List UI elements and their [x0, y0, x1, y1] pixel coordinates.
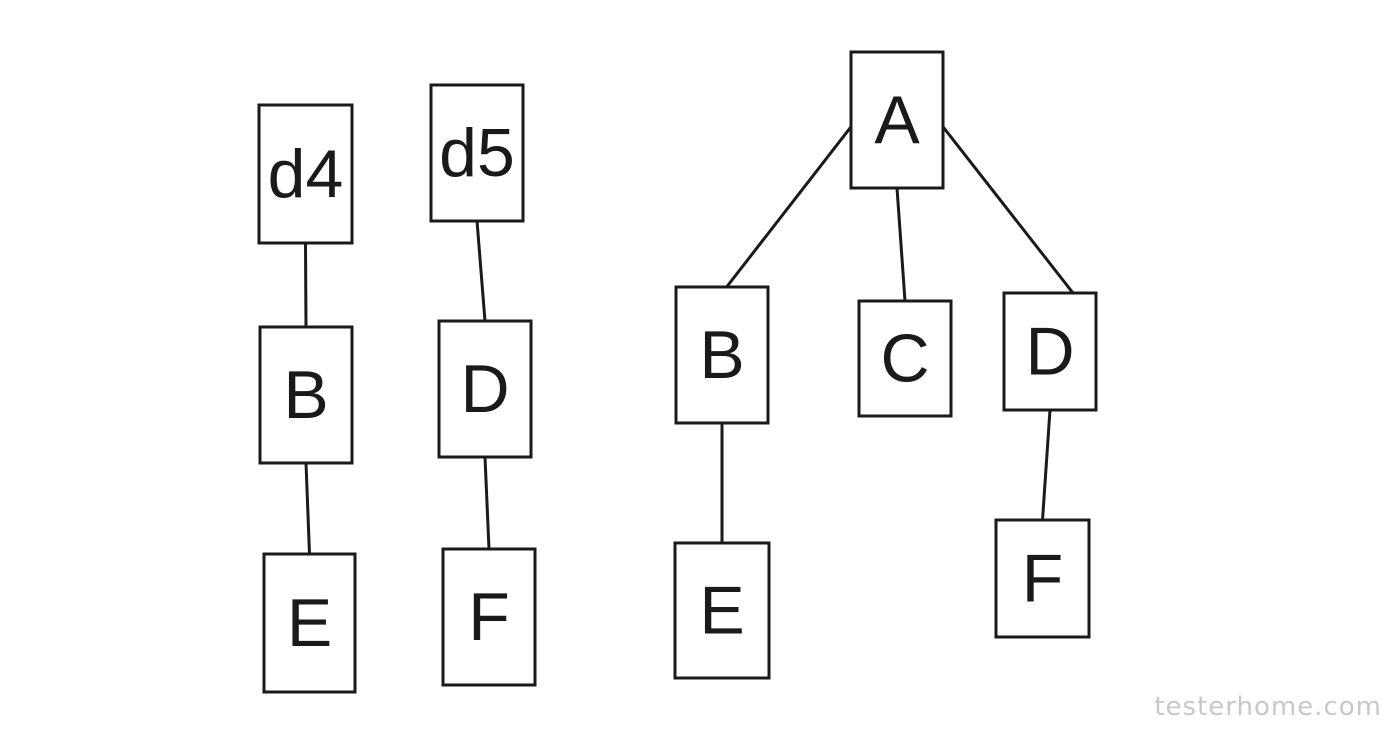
node-label-a: A: [874, 82, 920, 158]
node-box-a: [849, 50, 945, 190]
node-label-d5: d5: [439, 115, 515, 191]
node-label-r_e: E: [699, 573, 744, 649]
node-label-d4: d4: [268, 136, 344, 212]
node-r_d: D: [1002, 291, 1098, 412]
node-r_b: B: [674, 285, 770, 425]
node-box-r_d: [1002, 291, 1098, 412]
node-a: A: [849, 50, 945, 190]
node-label-r_d: D: [1025, 314, 1074, 390]
node-d5: d5: [429, 83, 525, 223]
node-box-l_b: [258, 325, 354, 465]
node-r_f: F: [994, 518, 1091, 639]
node-label-r_b: B: [699, 317, 744, 393]
node-d4: d4: [257, 103, 354, 245]
node-box-r_e: [673, 541, 771, 680]
edge-a-to-r_d: [941, 125, 1075, 294]
node-m_f: F: [441, 547, 537, 687]
watermark-text: testerhome.com: [1154, 692, 1382, 722]
node-box-m_f: [441, 547, 537, 687]
edge-d5-to-m_d: [475, 220, 487, 322]
node-label-r_c: C: [880, 321, 929, 397]
node-label-l_b: B: [283, 357, 328, 433]
node-box-d5: [429, 83, 525, 223]
node-l_b: B: [258, 325, 354, 465]
edge-d4-to-l_b: [304, 242, 308, 328]
edge-a-to-r_c: [895, 187, 907, 302]
node-r_e: E: [673, 541, 771, 680]
node-label-l_e: E: [287, 585, 332, 661]
edge-a-to-r_b: [725, 125, 853, 288]
node-r_c: C: [857, 299, 953, 418]
node-label-r_f: F: [1022, 541, 1064, 617]
node-box-r_f: [994, 518, 1091, 639]
edge-l_b-to-l_e: [304, 462, 311, 555]
node-box-r_b: [674, 285, 770, 425]
node-label-m_f: F: [468, 579, 510, 655]
node-label-m_d: D: [460, 351, 509, 427]
node-box-d4: [257, 103, 354, 245]
node-box-l_e: [262, 552, 357, 694]
node-m_d: D: [437, 319, 533, 459]
edge-m_d-to-m_f: [483, 456, 491, 550]
node-box-m_d: [437, 319, 533, 459]
node-l_e: E: [262, 552, 357, 694]
node-box-r_c: [857, 299, 953, 418]
edge-r_d-to-r_f: [1041, 409, 1052, 521]
edges-layer: [304, 125, 1075, 555]
